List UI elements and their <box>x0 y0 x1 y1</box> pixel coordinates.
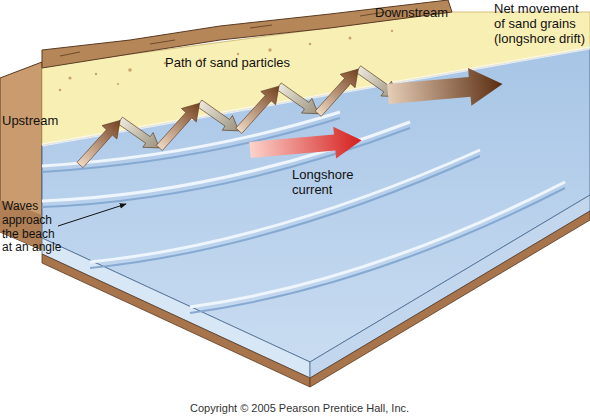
longshore-current-arrow <box>249 124 363 166</box>
water-right-face <box>310 195 590 378</box>
current-label: Longshore current <box>292 168 372 198</box>
sand-path-arrows <box>73 62 403 172</box>
process-label: Net movement of sand grains (longshore d… <box>494 2 588 47</box>
seabed-front-face <box>42 254 310 387</box>
side-label: Upstream <box>2 114 82 129</box>
wave-label: Waves approach the beach at an angle <box>2 200 64 255</box>
seabed-right-face <box>310 211 590 387</box>
water-front-face <box>42 238 310 378</box>
leader-line <box>58 204 126 226</box>
direction-label: Downstream <box>375 6 475 21</box>
cliff-texture <box>60 12 385 56</box>
shoreline <box>42 48 590 145</box>
process-label: Path of sand particles <box>165 56 335 71</box>
wave-crests <box>42 112 565 313</box>
copyright-notice: Copyright © 2005 Pearson Prentice Hall, … <box>190 402 450 415</box>
net-movement-arrow <box>386 65 504 113</box>
